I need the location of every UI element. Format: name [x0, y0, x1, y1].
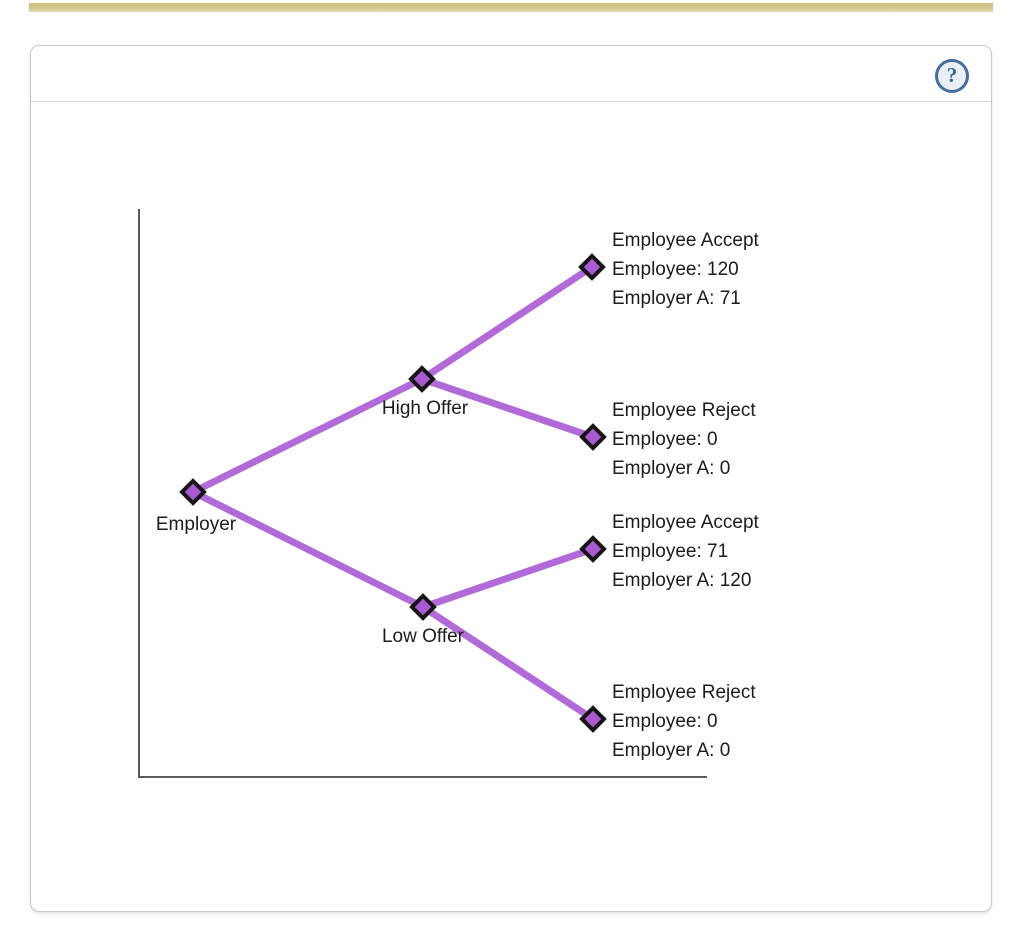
top-accent-bar — [29, 3, 993, 12]
low-offer-label: Low Offer — [381, 626, 465, 647]
panel-header: ? — [31, 46, 991, 102]
node-high-offer — [408, 365, 436, 393]
question-mark-icon: ? — [946, 62, 958, 87]
high-offer-label: High Offer — [381, 398, 469, 419]
outcome-high-reject: Employee Reject Employee: 0 Employer A: … — [612, 396, 756, 483]
help-button[interactable]: ? — [935, 59, 969, 93]
outcome-low-accept: Employee Accept Employee: 71 Employer A:… — [612, 508, 759, 595]
payoff-line-employee: Employee: 120 — [612, 259, 739, 280]
node-employer — [179, 478, 207, 506]
node-leaf-low-accept — [579, 535, 607, 563]
payoff-line-employer: Employer A: 120 — [612, 570, 752, 591]
outcome-label: Employee Accept — [612, 230, 759, 251]
outcome-label: Employee Accept — [612, 512, 759, 533]
edge-low-reject — [419, 603, 597, 723]
payoff-line-employer: Employer A: 0 — [612, 740, 731, 761]
edge-high-offer — [189, 375, 426, 496]
payoff-line-employee: Employee: 0 — [612, 429, 718, 450]
node-leaf-high-accept — [578, 253, 606, 281]
payoff-line-employee: Employee: 0 — [612, 711, 718, 732]
outcome-low-reject: Employee Reject Employee: 0 Employer A: … — [612, 678, 756, 765]
payoff-line-employer: Employer A: 71 — [612, 288, 741, 309]
node-low-offer — [409, 593, 437, 621]
node-leaf-high-reject — [579, 423, 607, 451]
outcome-label: Employee Reject — [612, 400, 756, 421]
edge-high-accept — [418, 263, 596, 383]
content-panel: ? — [30, 45, 992, 912]
outcome-label: Employee Reject — [612, 682, 756, 703]
edge-low-accept — [419, 545, 597, 611]
employer-node-label: Employer — [155, 514, 237, 535]
payoff-line-employee: Employee: 71 — [612, 541, 729, 562]
node-leaf-low-reject — [579, 705, 607, 733]
outcome-high-accept: Employee Accept Employee: 120 Employer A… — [612, 226, 759, 313]
edge-high-reject — [418, 375, 597, 441]
payoff-line-employer: Employer A: 0 — [612, 458, 731, 479]
edge-low-offer — [189, 488, 427, 611]
